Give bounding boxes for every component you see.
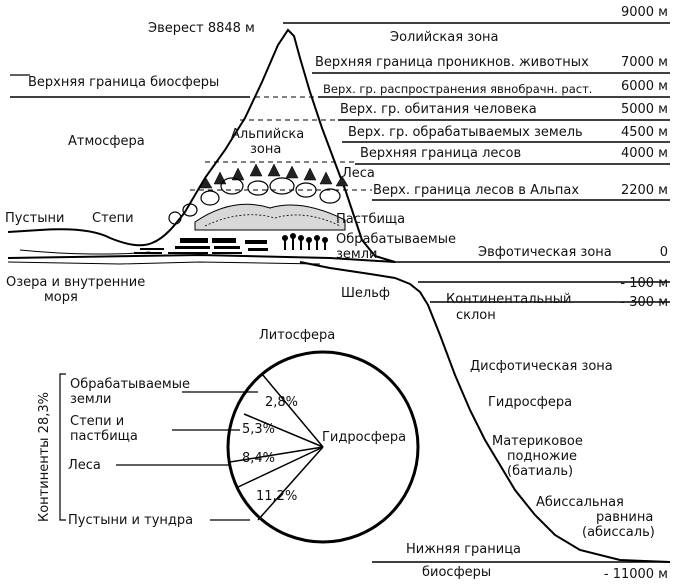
label-shelf: Шельф [341, 286, 390, 301]
label-deserts: Пустыни [5, 211, 65, 226]
pie-value-cultivated: 2,8% [265, 395, 299, 410]
label-steppes: Степи [92, 211, 134, 226]
label-slope-2: склон [456, 308, 496, 323]
pasture-hill [194, 203, 346, 231]
zone-aeolian: Эолийская зона [390, 30, 499, 45]
alt-value-minus100: - 100 м [620, 276, 668, 291]
alt-value-minus11000: - 11000 м [603, 567, 668, 582]
label-bathyal-3: (батиаль) [507, 464, 574, 479]
label-biosphere-upper: Верхняя граница биосферы [28, 75, 220, 90]
label-forests: Леса [342, 166, 375, 181]
ground-line [7, 253, 396, 263]
boundary-animals: Верхняя граница проникнов. животных [315, 55, 589, 70]
zone-euphotic: Эвфотическая зона [478, 245, 612, 260]
legend-cultivated-1: Обрабатываемые [70, 377, 190, 392]
label-pastures: Пастбища [336, 212, 406, 227]
label-dysphotic: Дисфотическая зона [470, 359, 613, 374]
alt-value-5000: 5000 м [620, 102, 668, 117]
label-cultivated-1: Обрабатываемые [336, 232, 456, 247]
label-biosphere-lower-2: биосферы [422, 565, 492, 580]
forest-canopy [199, 163, 349, 189]
label-lakes-1: Озера и внутренние [6, 275, 146, 290]
pie-value-steppes: 5,3% [242, 422, 276, 437]
legend-forests: Леса [68, 458, 101, 473]
alt-value-7000: 7000 м [620, 55, 668, 70]
small-trees [282, 233, 328, 250]
label-abyssal-3: (абиссаль) [582, 525, 655, 540]
legend-steppes-1: Степи и [70, 414, 125, 429]
alt-value-9000: 9000 м [620, 5, 668, 20]
boundary-forests-alps: Верх. граница лесов в Альпах [373, 183, 580, 198]
pie-value-forests: 8,4% [242, 451, 276, 466]
alt-value-4000: 4000 м [620, 146, 668, 161]
label-bathyal-1: Материковое [492, 434, 583, 449]
label-continents: Континенты 28,3% [37, 392, 52, 522]
alt-value-minus300: - 300 м [620, 295, 668, 310]
label-hydrosphere-right: Гидросфера [488, 395, 573, 410]
alt-value-0: 0 [659, 245, 668, 260]
legend-bracket [59, 373, 258, 521]
legend-steppes-2: пастбища [70, 429, 138, 444]
boundary-cultivated: Верх. гр. обрабатываемых земель [348, 125, 583, 140]
label-slope-1: Континентальный [446, 292, 572, 307]
legend-cultivated-2: земли [70, 392, 112, 407]
alt-value-4500: 4500 м [620, 125, 668, 140]
label-abyssal-1: Абиссальная [536, 495, 624, 510]
label-everest: Эверест 8848 м [148, 21, 255, 36]
ocean-floor-profile [299, 261, 671, 563]
label-cultivated-2: земли [336, 247, 378, 262]
boundary-humans: Верх. гр. обитания человека [340, 102, 537, 117]
legend-deserts: Пустыни и тундра [68, 513, 194, 528]
forest-bushes [168, 177, 341, 225]
alt-value-6000: 6000 м [620, 79, 668, 94]
mountain-profile [7, 28, 396, 263]
label-bathyal-2: подножие [507, 449, 578, 464]
label-biosphere-lower-1: Нижняя граница [406, 542, 522, 557]
label-lithosphere: Литосфера [259, 328, 336, 343]
label-abyssal-2: равнина [596, 510, 654, 525]
pie-value-deserts: 11,2% [256, 489, 298, 504]
alt-value-2200: 2200 м [620, 183, 668, 198]
cultivated-fields [134, 238, 268, 254]
boundary-forests: Верхняя граница лесов [360, 146, 522, 161]
label-alpine-2: зона [250, 142, 282, 157]
pie-center-label: Гидросфера [322, 430, 407, 445]
label-alpine-1: Альпийска [231, 127, 305, 142]
label-lakes-2: моря [44, 290, 78, 305]
label-atmosphere: Атмосфера [68, 134, 145, 149]
pie-sector-lines [229, 373, 324, 521]
boundary-plants: Верх. гр. распространения явнобрачн. рас… [323, 82, 593, 96]
